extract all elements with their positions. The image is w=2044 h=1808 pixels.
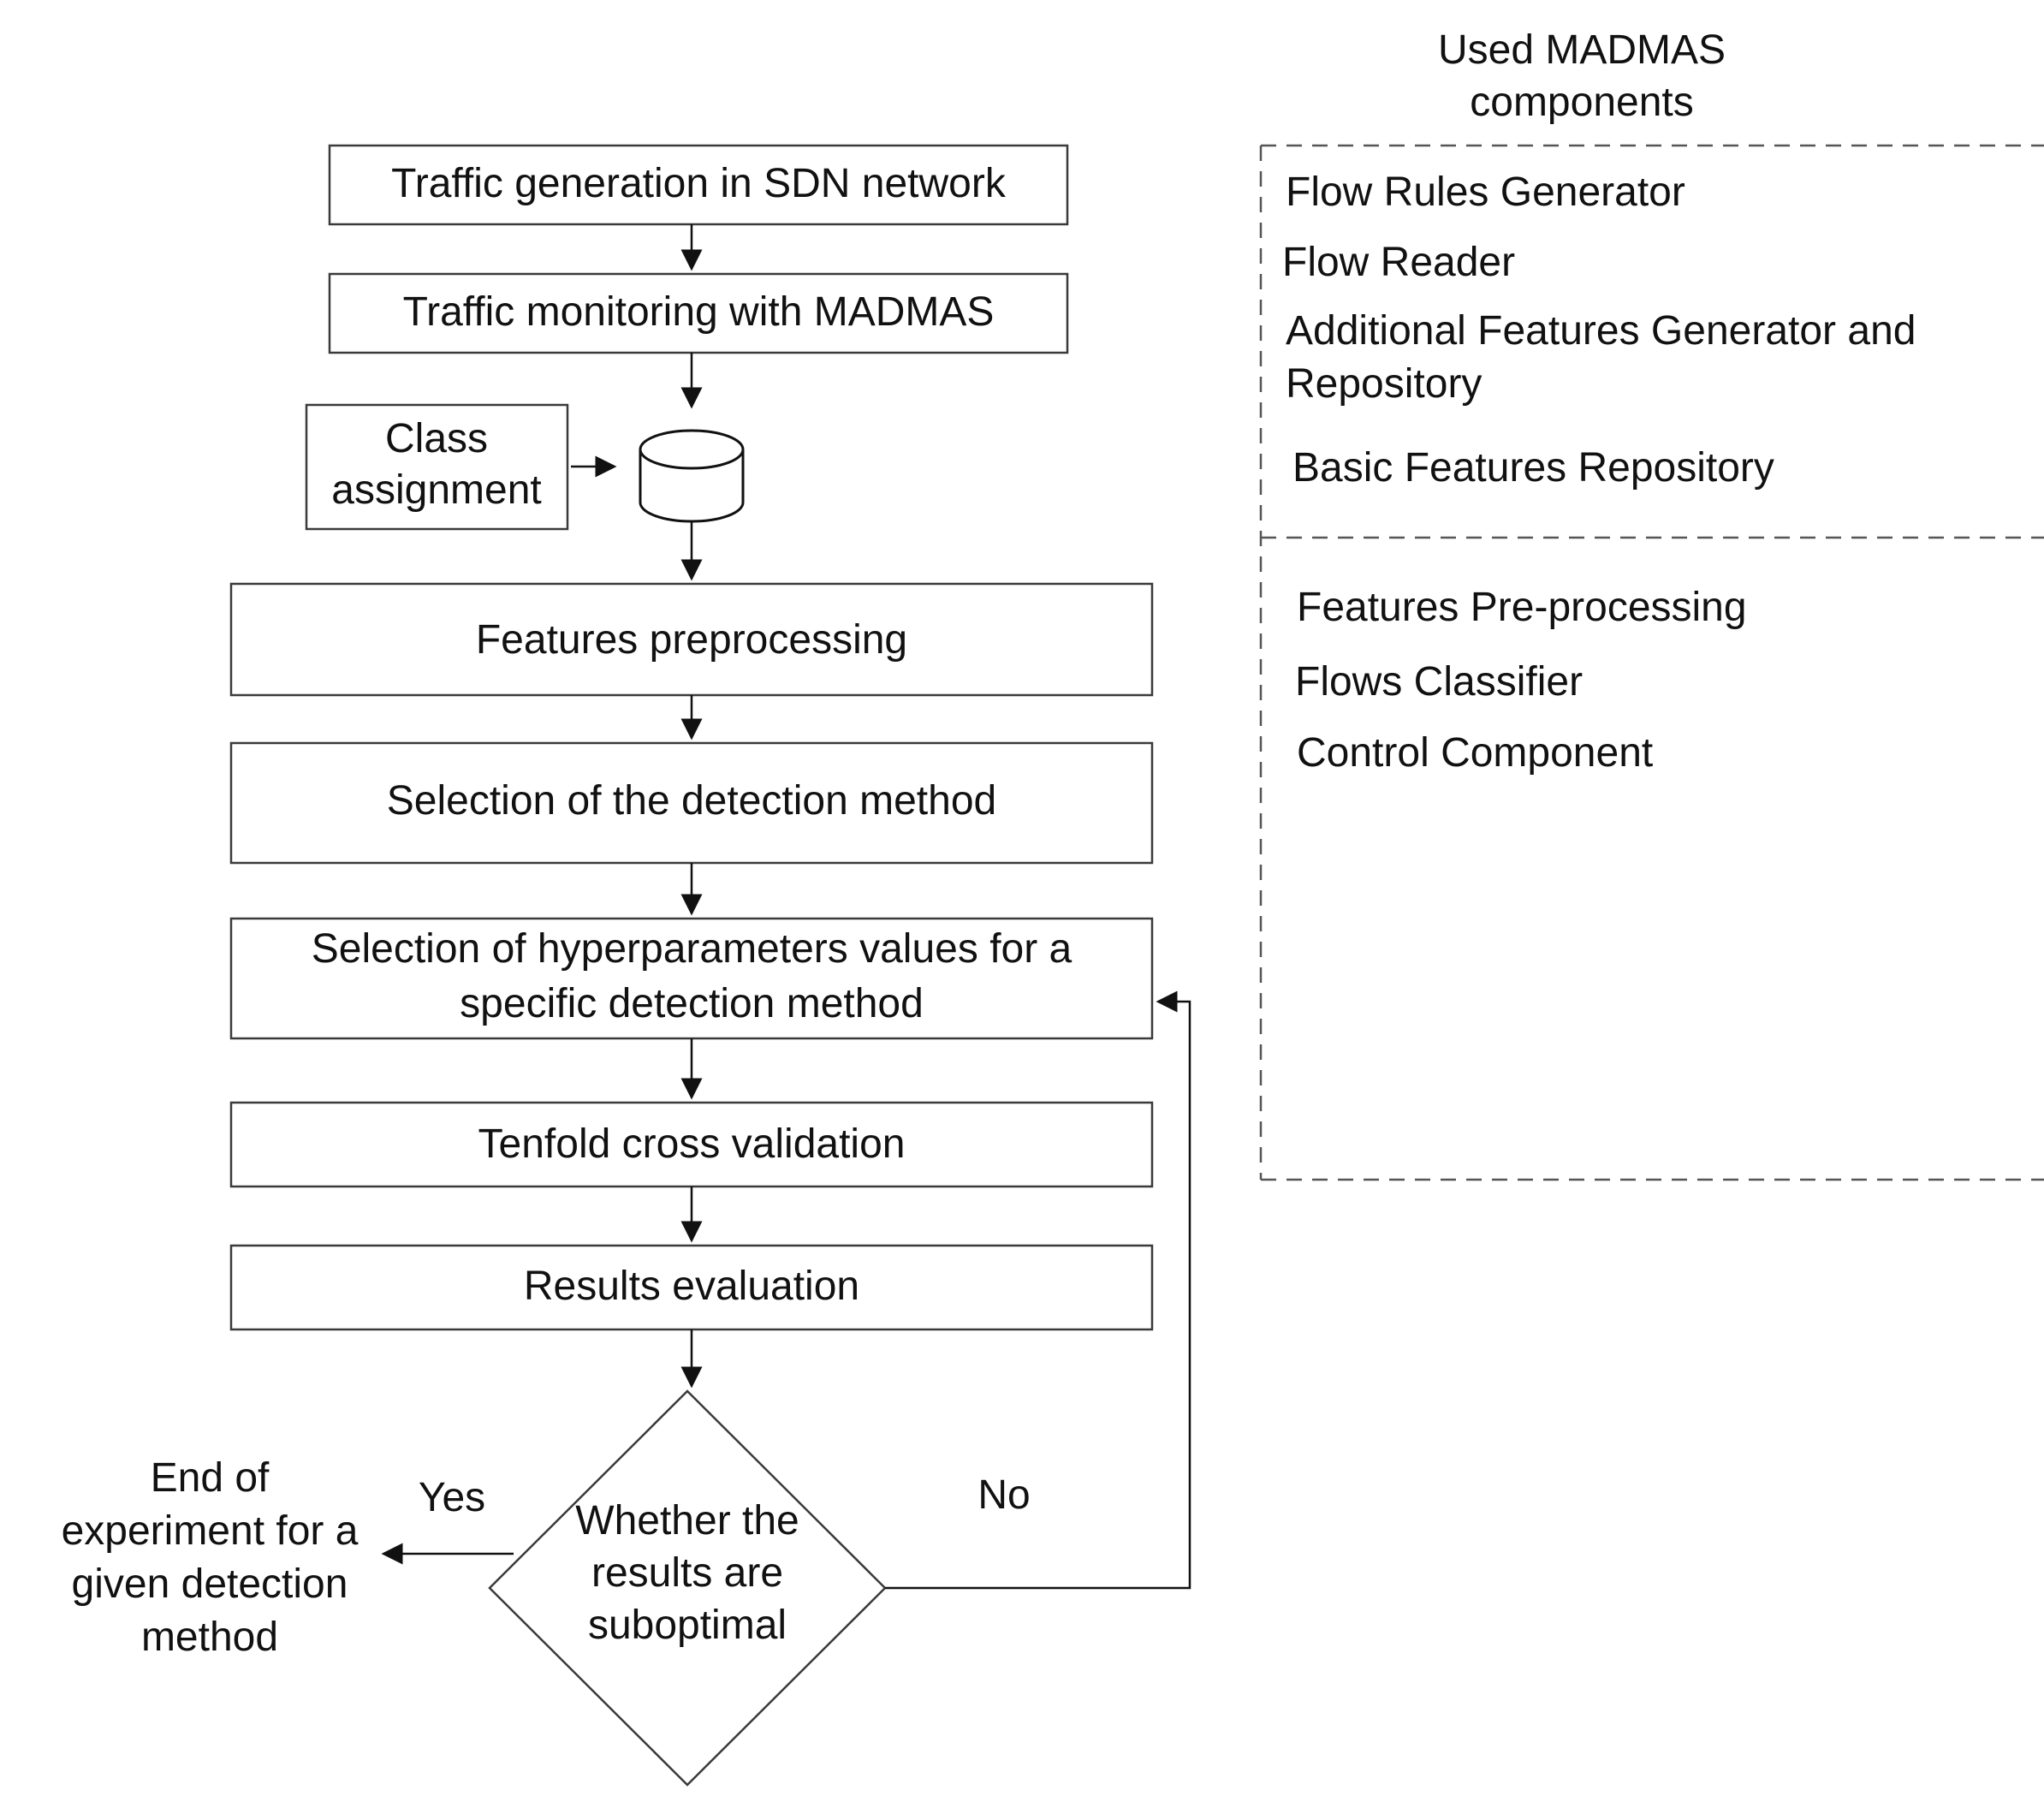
step-selection-hyperparameters-label-line1: Selection of hyperparameters values for … [312, 926, 1073, 972]
step-tenfold-cross-validation-label: Tenfold cross validation [478, 1121, 906, 1167]
decision-label-line2: results are [591, 1550, 783, 1596]
component-basic-features-repository: Basic Features Repository [1292, 445, 1774, 491]
decision-label-line3: suboptimal [588, 1603, 787, 1648]
components-group-classification: Features Pre-processing Flows Classifier… [1295, 585, 1747, 776]
component-control-component: Control Component [1297, 730, 1653, 776]
step-selection-detection-method-label: Selection of the detection method [387, 778, 996, 824]
component-features-pre-processing: Features Pre-processing [1297, 585, 1747, 630]
components-title-line1: Used MADMAS [1438, 27, 1726, 73]
step-traffic-generation: Traffic generation in SDN network [328, 144, 1069, 226]
class-assignment-label-line2: assignment [331, 467, 541, 513]
step-tenfold-cross-validation: Tenfold cross validation [229, 1101, 1154, 1188]
components-group-monitoring: Flow Rules Generator Flow Reader Additio… [1282, 170, 1916, 491]
end-label-line4: method [141, 1615, 278, 1660]
yes-label: Yes [419, 1475, 485, 1520]
step-traffic-monitoring: Traffic monitoring with MADMAS [328, 272, 1069, 354]
step-traffic-generation-label: Traffic generation in SDN network [391, 161, 1007, 206]
decision-suboptimal: Whether the results are suboptimal [488, 1389, 887, 1787]
no-label: No [977, 1472, 1030, 1518]
step-features-preprocessing-label: Features preprocessing [476, 617, 907, 663]
end-label-line2: experiment for a [62, 1508, 359, 1554]
step-traffic-monitoring-label: Traffic monitoring with MADMAS [403, 289, 995, 335]
components-title-line2: components [1470, 80, 1694, 125]
step-selection-hyperparameters-label-line2: specific detection method [460, 981, 924, 1026]
end-of-experiment-text: End of experiment for a given detection … [62, 1455, 359, 1660]
component-additional-features-line2: Repository [1286, 361, 1482, 407]
step-results-evaluation: Results evaluation [229, 1244, 1154, 1331]
class-assignment-label-line1: Class [385, 416, 488, 461]
end-label-line3: given detection [72, 1561, 348, 1607]
step-features-preprocessing: Features preprocessing [229, 582, 1154, 697]
component-additional-features-line1: Additional Features Generator and [1286, 308, 1916, 354]
component-flow-rules-generator: Flow Rules Generator [1286, 170, 1685, 215]
step-selection-detection-method: Selection of the detection method [229, 741, 1154, 865]
step-class-assignment: Class assignment [305, 403, 569, 531]
database-icon [639, 429, 745, 523]
end-label-line1: End of [151, 1455, 270, 1501]
component-flow-reader: Flow Reader [1282, 240, 1515, 285]
component-flows-classifier: Flows Classifier [1295, 659, 1583, 705]
decision-label-line1: Whether the [575, 1498, 799, 1543]
connector-no-loop-back [885, 990, 1191, 1590]
components-panel-border [1259, 144, 2044, 1181]
step-results-evaluation-label: Results evaluation [524, 1264, 859, 1309]
step-selection-hyperparameters: Selection of hyperparameters values for … [229, 917, 1154, 1040]
